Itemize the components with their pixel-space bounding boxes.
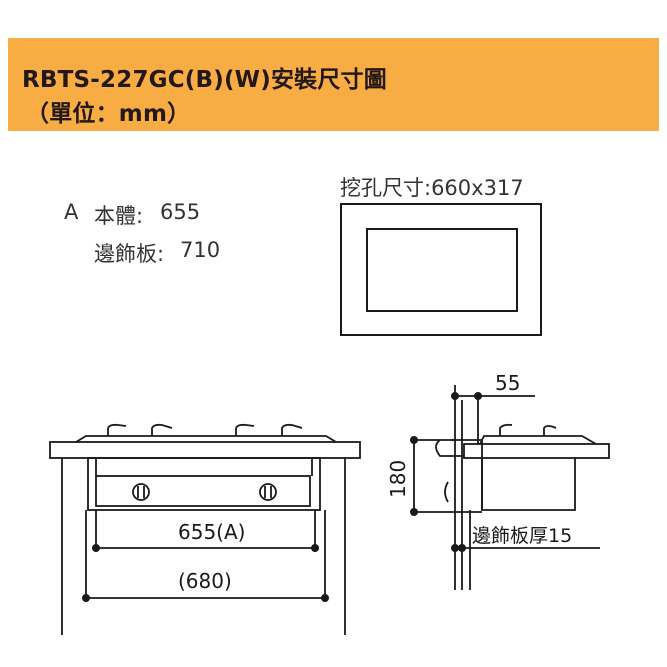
- spec-body-label: 本體:: [94, 204, 144, 228]
- pot-support-4: [281, 423, 303, 436]
- dim-label-55: 55: [495, 371, 520, 395]
- unit-label: （單位：mm）: [26, 101, 191, 127]
- pot-support-2: [151, 423, 173, 436]
- cutout-label: 挖孔尺寸:660x317: [340, 176, 524, 200]
- dim-dot: [321, 594, 329, 602]
- side-top-raised: [479, 435, 597, 445]
- dim-label-655a: 655(A): [178, 520, 245, 544]
- dim-dot: [410, 436, 418, 444]
- side-body: [481, 458, 576, 511]
- side-pot-support-1: [499, 423, 513, 436]
- dim-label-180: 180: [386, 460, 410, 498]
- spec-panel-label: 邊飾板:: [94, 242, 165, 266]
- dim-dot: [458, 544, 466, 552]
- spec-panel-value: 710: [180, 238, 221, 262]
- pot-support-3: [235, 423, 255, 436]
- top-panel: [49, 441, 361, 459]
- pot-support-1: [107, 423, 127, 436]
- front-dim-dots: [82, 544, 329, 602]
- side-pot-support-2: [543, 425, 557, 436]
- dim-dot: [451, 544, 459, 552]
- cutout-diagram: [340, 203, 542, 336]
- top-panel-raised: [75, 435, 337, 443]
- dim-dot: [451, 392, 459, 400]
- side-dim-dots: [410, 392, 482, 552]
- control-panel: [95, 475, 311, 507]
- dim-dot: [82, 594, 90, 602]
- dim-dot: [92, 544, 100, 552]
- side-top-panel: [463, 443, 610, 459]
- dim-dot: [410, 508, 418, 516]
- dim-label-680: (680): [178, 569, 232, 593]
- spec-body-value: 655: [160, 200, 201, 224]
- front-view: [49, 423, 361, 635]
- dim-dot: [474, 392, 482, 400]
- side-view: [413, 385, 610, 590]
- header-banner: [8, 38, 659, 131]
- side-panel-curve: [435, 439, 464, 457]
- side-body-front: [452, 439, 483, 510]
- cooker-body: [87, 457, 321, 511]
- dim-dot: [311, 544, 319, 552]
- knob-left: [132, 483, 150, 501]
- cutout-hole: [366, 228, 518, 312]
- spec-letter: A: [64, 200, 79, 224]
- knob-right: [259, 483, 277, 501]
- side-knob: [444, 481, 449, 503]
- cutout-outer-frame: [340, 203, 542, 336]
- diagram-title: RBTS-227GC(B)(W)安裝尺寸圖: [22, 67, 387, 93]
- dim-label-panel-thickness: 邊飾板厚15: [472, 525, 572, 547]
